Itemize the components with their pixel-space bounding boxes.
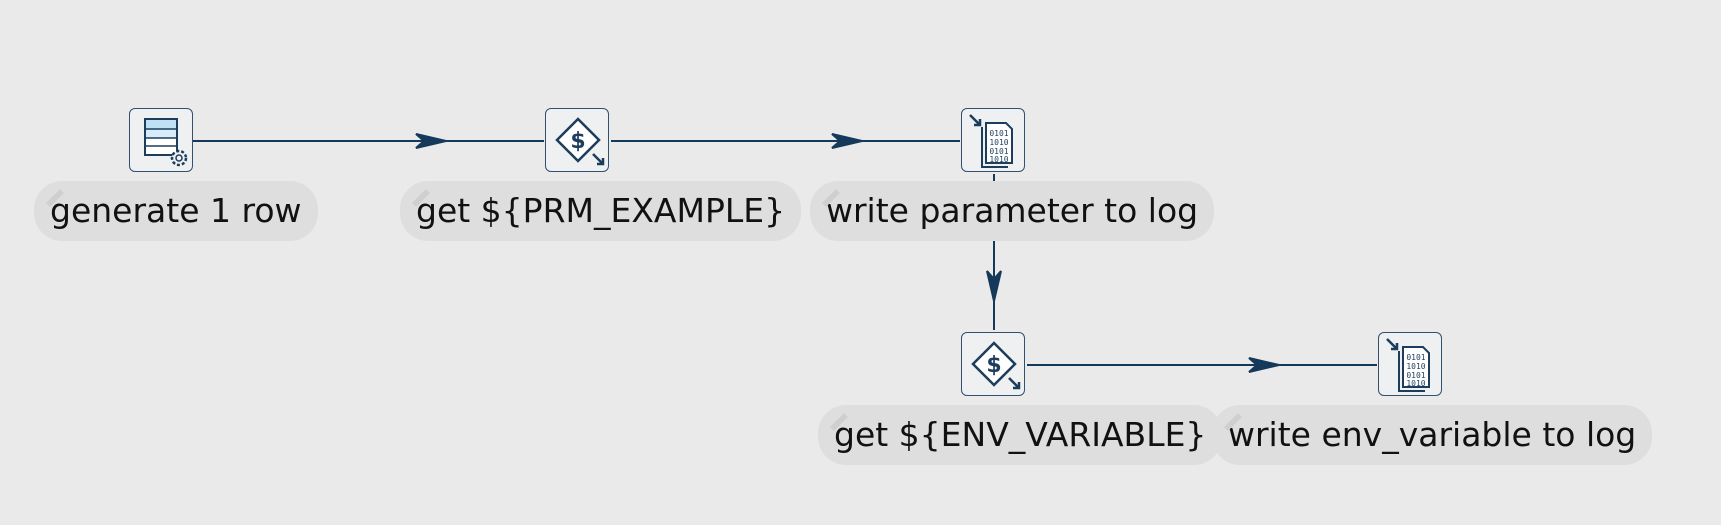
svg-text:0101: 0101 <box>1406 353 1425 362</box>
svg-text:1010: 1010 <box>1406 362 1425 371</box>
hop-arrow-icon <box>831 133 863 149</box>
step-label-text: write parameter to log <box>826 191 1199 230</box>
write-to-log-icon: 0101 1010 0101 1010 <box>969 114 1013 168</box>
write-to-log-icon: 0101 1010 0101 1010 <box>1386 338 1430 392</box>
step-label-text: get ${ENV_VARIABLE} <box>834 415 1207 454</box>
pencil-icon <box>46 189 64 207</box>
step-get-env-variable[interactable]: $ <box>961 332 1025 396</box>
svg-text:$: $ <box>986 353 1001 378</box>
generate-rows-icon <box>144 118 188 167</box>
hop-arrow-icon <box>1248 357 1280 373</box>
step-label[interactable]: generate 1 row <box>34 181 318 241</box>
svg-text:0101: 0101 <box>1406 371 1425 380</box>
hop-arrow-icon <box>986 270 1002 302</box>
hop-get-prm-to-write-param[interactable] <box>611 133 960 149</box>
get-variable-icon: $ <box>971 341 1021 390</box>
step-get-prm-example[interactable]: $ <box>545 108 609 172</box>
svg-text:0101: 0101 <box>989 129 1008 138</box>
hop-arrow-icon <box>415 133 447 149</box>
svg-text:0101: 0101 <box>989 147 1008 156</box>
step-label-text: get ${PRM_EXAMPLE} <box>416 191 786 230</box>
hop-generate-to-get-prm[interactable] <box>193 133 544 149</box>
pencil-icon <box>822 189 840 207</box>
step-generate-row[interactable] <box>129 108 193 172</box>
step-label-text: write env_variable to log <box>1228 415 1637 454</box>
step-write-env-variable-to-log[interactable]: 0101 1010 0101 1010 <box>1378 332 1442 396</box>
svg-text:1010: 1010 <box>1406 379 1425 388</box>
hop-get-env-to-write-env[interactable] <box>1027 357 1377 373</box>
pencil-icon <box>830 413 848 431</box>
step-label[interactable]: write parameter to log <box>810 181 1215 241</box>
pencil-icon <box>1224 413 1242 431</box>
svg-text:1010: 1010 <box>989 155 1008 164</box>
step-label[interactable]: get ${ENV_VARIABLE} <box>818 405 1223 465</box>
step-label[interactable]: write env_variable to log <box>1212 405 1653 465</box>
step-label[interactable]: get ${PRM_EXAMPLE} <box>400 181 802 241</box>
get-variable-icon: $ <box>555 117 605 166</box>
svg-text:$: $ <box>570 129 585 154</box>
step-label-text: generate 1 row <box>50 191 302 230</box>
step-write-parameter-to-log[interactable]: 0101 1010 0101 1010 <box>961 108 1025 172</box>
svg-text:1010: 1010 <box>989 138 1008 147</box>
pencil-icon <box>412 189 430 207</box>
